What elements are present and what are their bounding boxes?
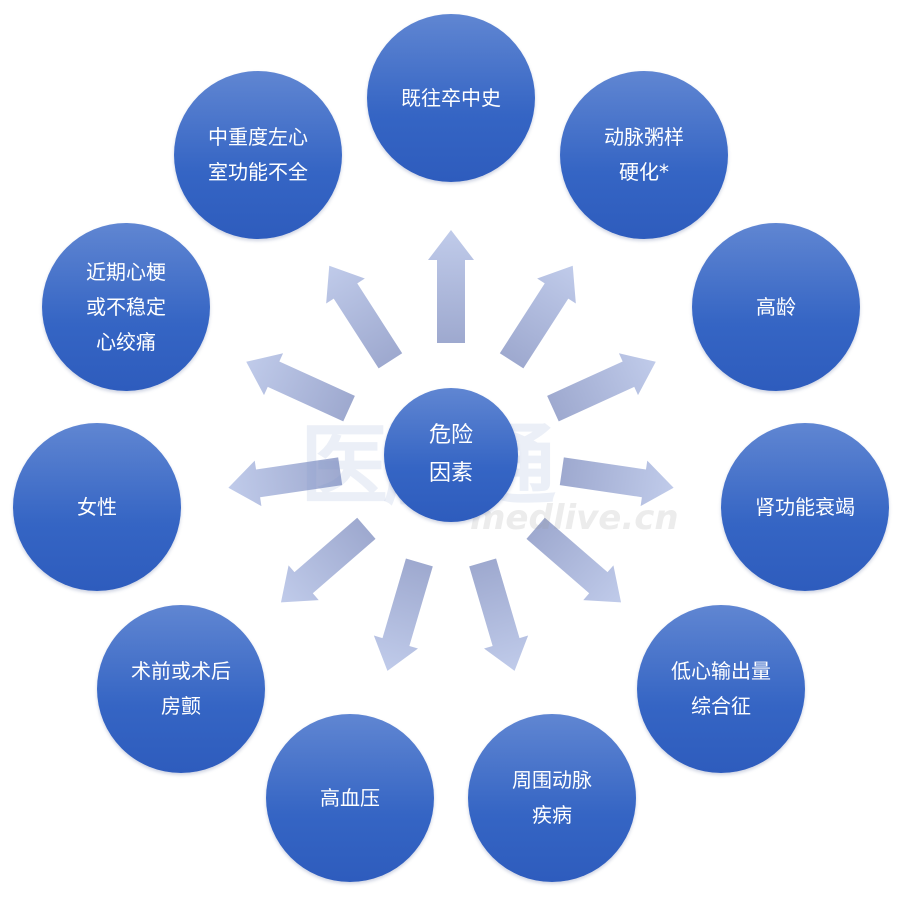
risk-factor-label: 低心输出量 综合征 <box>671 659 771 718</box>
risk-factor-label: 术前或术后 房颤 <box>131 659 231 718</box>
center-node: 危险 因素 <box>384 388 518 522</box>
arrow <box>326 265 403 369</box>
risk-factor-node: 高血压 <box>266 714 434 882</box>
arrow <box>499 265 576 369</box>
risk-factor-label: 肾功能衰竭 <box>755 494 855 519</box>
risk-factor-label: 高龄 <box>756 294 796 319</box>
arrow <box>526 517 622 603</box>
arrow <box>280 517 376 603</box>
arrow <box>428 230 474 343</box>
watermark-site: medlive.cn <box>470 498 679 538</box>
arrow <box>559 457 674 507</box>
risk-factor-node: 女性 <box>13 423 181 591</box>
risk-factor-node: 中重度左心 室功能不全 <box>174 71 342 239</box>
risk-factor-node: 高龄 <box>692 223 860 391</box>
arrow <box>246 353 355 422</box>
risk-factor-node: 低心输出量 综合征 <box>637 605 805 773</box>
arrow <box>547 353 656 422</box>
arrow <box>373 558 433 671</box>
risk-factor-label: 中重度左心 室功能不全 <box>208 125 308 184</box>
risk-factor-node: 动脉粥样 硬化* <box>560 71 728 239</box>
arrow <box>228 457 343 507</box>
risk-factor-node: 既往卒中史 <box>367 14 535 182</box>
risk-factor-node: 周围动脉 疾病 <box>468 714 636 882</box>
risk-factor-label: 周围动脉 疾病 <box>512 768 592 827</box>
risk-factor-node: 近期心梗 或不稳定 心绞痛 <box>42 223 210 391</box>
arrow <box>469 558 529 671</box>
risk-factor-label: 既往卒中史 <box>401 85 501 110</box>
risk-factor-label: 高血压 <box>320 785 380 810</box>
risk-factor-node: 术前或术后 房颤 <box>97 605 265 773</box>
risk-factor-label: 女性 <box>77 494 117 519</box>
risk-factor-label: 动脉粥样 硬化* <box>604 125 684 184</box>
center-label: 危险 因素 <box>428 423 473 486</box>
risk-factor-node: 肾功能衰竭 <box>721 423 889 591</box>
risk-factor-label: 近期心梗 或不稳定 心绞痛 <box>86 259 166 354</box>
